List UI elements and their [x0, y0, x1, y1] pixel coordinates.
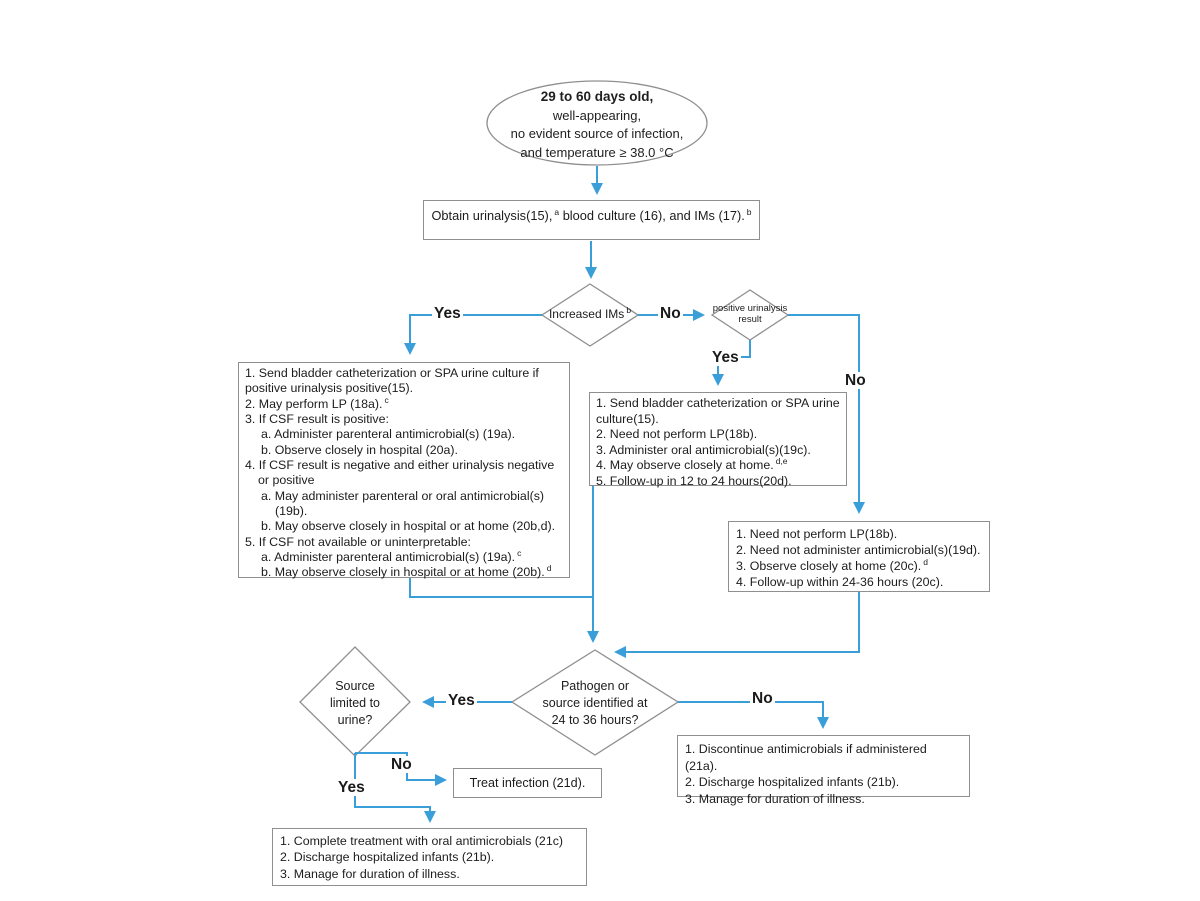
decision-increased-ims-shape	[540, 283, 640, 347]
label-no-pathogen: No	[750, 690, 775, 707]
decision-positive-ua: positive urinalysis result	[700, 303, 800, 325]
decision-pathogen-line1: Pathogen or	[560, 679, 630, 693]
label-no-source: No	[389, 756, 414, 773]
footnote-a: a	[554, 206, 560, 217]
decision-pathogen-shape	[510, 649, 680, 756]
list-subitem: b. May observe closely in hospital or at…	[261, 563, 552, 580]
decision-positive-ua-line1: positive urinalysis	[712, 303, 788, 314]
arrow-ims-yes-to-leftbox	[404, 314, 542, 355]
home-oral-antimicrobial-box: 1. Send bladder catheterization or SPA u…	[589, 392, 847, 488]
complete-treatment-box: 1. Complete treatment with oral antimicr…	[272, 828, 587, 886]
start-line-2: well-appearing,	[552, 107, 642, 123]
label-yes-ua: Yes	[710, 349, 741, 366]
list-subitem: a. Administer parenteral antimicrobial(s…	[261, 548, 522, 565]
list-item: 4. If CSF result is negative and either …	[245, 458, 555, 488]
list-item: 2. Discharge hospitalized infants (21b).	[280, 850, 495, 865]
list-item: 1. Send bladder catheterization or SPA u…	[245, 366, 539, 396]
start-ellipse: 29 to 60 days old, well-appearing, no ev…	[487, 85, 707, 165]
start-line-1: 29 to 60 days old,	[540, 89, 654, 104]
start-line-4: and temperature ≥ 38.0 °C	[520, 144, 674, 160]
csf-pathway-box: 1. Send bladder catheterization or SPA u…	[238, 362, 570, 580]
list-subitem: a. May administer parenteral or oral ant…	[261, 488, 545, 519]
list-item: 5. If CSF not available or uninterpretab…	[245, 534, 471, 549]
treat-infection-box: Treat infection (21d).	[453, 768, 602, 798]
list-item: 5. Follow-up in 12 to 24 hours(20d).	[596, 473, 792, 488]
list-item: 2. Need not administer antimicrobial(s)(…	[736, 543, 981, 557]
start-ellipse-shape	[486, 80, 708, 166]
list-item: 4. May observe closely at home.d,e	[596, 455, 788, 472]
list-item: 1. Send bladder catheterization or SPA u…	[596, 396, 840, 426]
list-item: 2. Need not perform LP(18b).	[596, 427, 758, 441]
label-yes-source: Yes	[336, 779, 367, 796]
decision-source-line2: limited to	[329, 696, 381, 710]
decision-pathogen-line2: source identified at	[542, 696, 648, 710]
list-item: 3. If CSF result is positive:	[245, 412, 389, 427]
list-subitem: b. May observe closely in hospital or at…	[261, 519, 556, 534]
list-item: 3. Administer oral antimicrobial(s)(19c)…	[596, 442, 811, 457]
decision-increased-ims-label: Increased IMs	[548, 307, 625, 321]
list-item: 1. Discontinue antimicrobials if adminis…	[685, 742, 927, 773]
decision-pathogen: Pathogen or source identified at 24 to 3…	[515, 678, 675, 729]
arrow-rightbox-to-pathogen	[614, 592, 860, 658]
decision-source: Source limited to urine?	[295, 678, 415, 729]
obtain-text-2: blood culture (16), and IMs (17).	[562, 208, 745, 223]
list-item: 3. Manage for duration of illness.	[685, 791, 865, 806]
arrow-pathogen-no-to-discontinue	[678, 701, 829, 729]
footnote-b: b	[626, 305, 632, 315]
treat-infection-label: Treat infection (21d).	[469, 776, 586, 790]
home-observation-box: 1. Need not perform LP(18b). 2. Need not…	[728, 521, 990, 592]
obtain-text-1: Obtain urinalysis(15),	[431, 208, 553, 223]
label-yes-pathogen: Yes	[446, 692, 477, 709]
start-line-3: no evident source of infection,	[510, 126, 684, 141]
label-no-ua: No	[843, 372, 868, 389]
label-yes-ims: Yes	[432, 305, 463, 322]
decision-source-line1: Source	[335, 679, 375, 693]
footnote-b: b	[746, 206, 752, 217]
list-item: 1. Need not perform LP(18b).	[736, 527, 898, 541]
list-item: 3. Manage for duration of illness.	[280, 866, 460, 881]
label-no-ims: No	[658, 305, 683, 322]
list-item: 2. May perform LP (18a).c	[245, 394, 389, 411]
list-item: 3. Observe closely at home (20c).d	[736, 556, 928, 573]
list-item: 1. Complete treatment with oral antimicr…	[280, 834, 564, 848]
decision-source-line3: urine?	[337, 713, 373, 727]
arrow-ua-no-to-rightbox	[788, 314, 865, 514]
list-item: 2. Discharge hospitalized infants (21b).	[685, 775, 900, 789]
obtain-box: Obtain urinalysis(15),a blood culture (1…	[423, 200, 760, 240]
list-item: 4. Follow-up within 24-36 hours (20c).	[736, 575, 944, 589]
decision-positive-ua-line2: result	[738, 314, 762, 325]
discontinue-box: 1. Discontinue antimicrobials if adminis…	[677, 735, 970, 806]
list-subitem: b. Observe closely in hospital (20a).	[261, 442, 458, 457]
decision-pathogen-line3: 24 to 36 hours?	[551, 713, 639, 727]
line-leftbox-to-merge	[409, 578, 592, 598]
list-subitem: a. Administer parenteral antimicrobial(s…	[261, 427, 516, 442]
